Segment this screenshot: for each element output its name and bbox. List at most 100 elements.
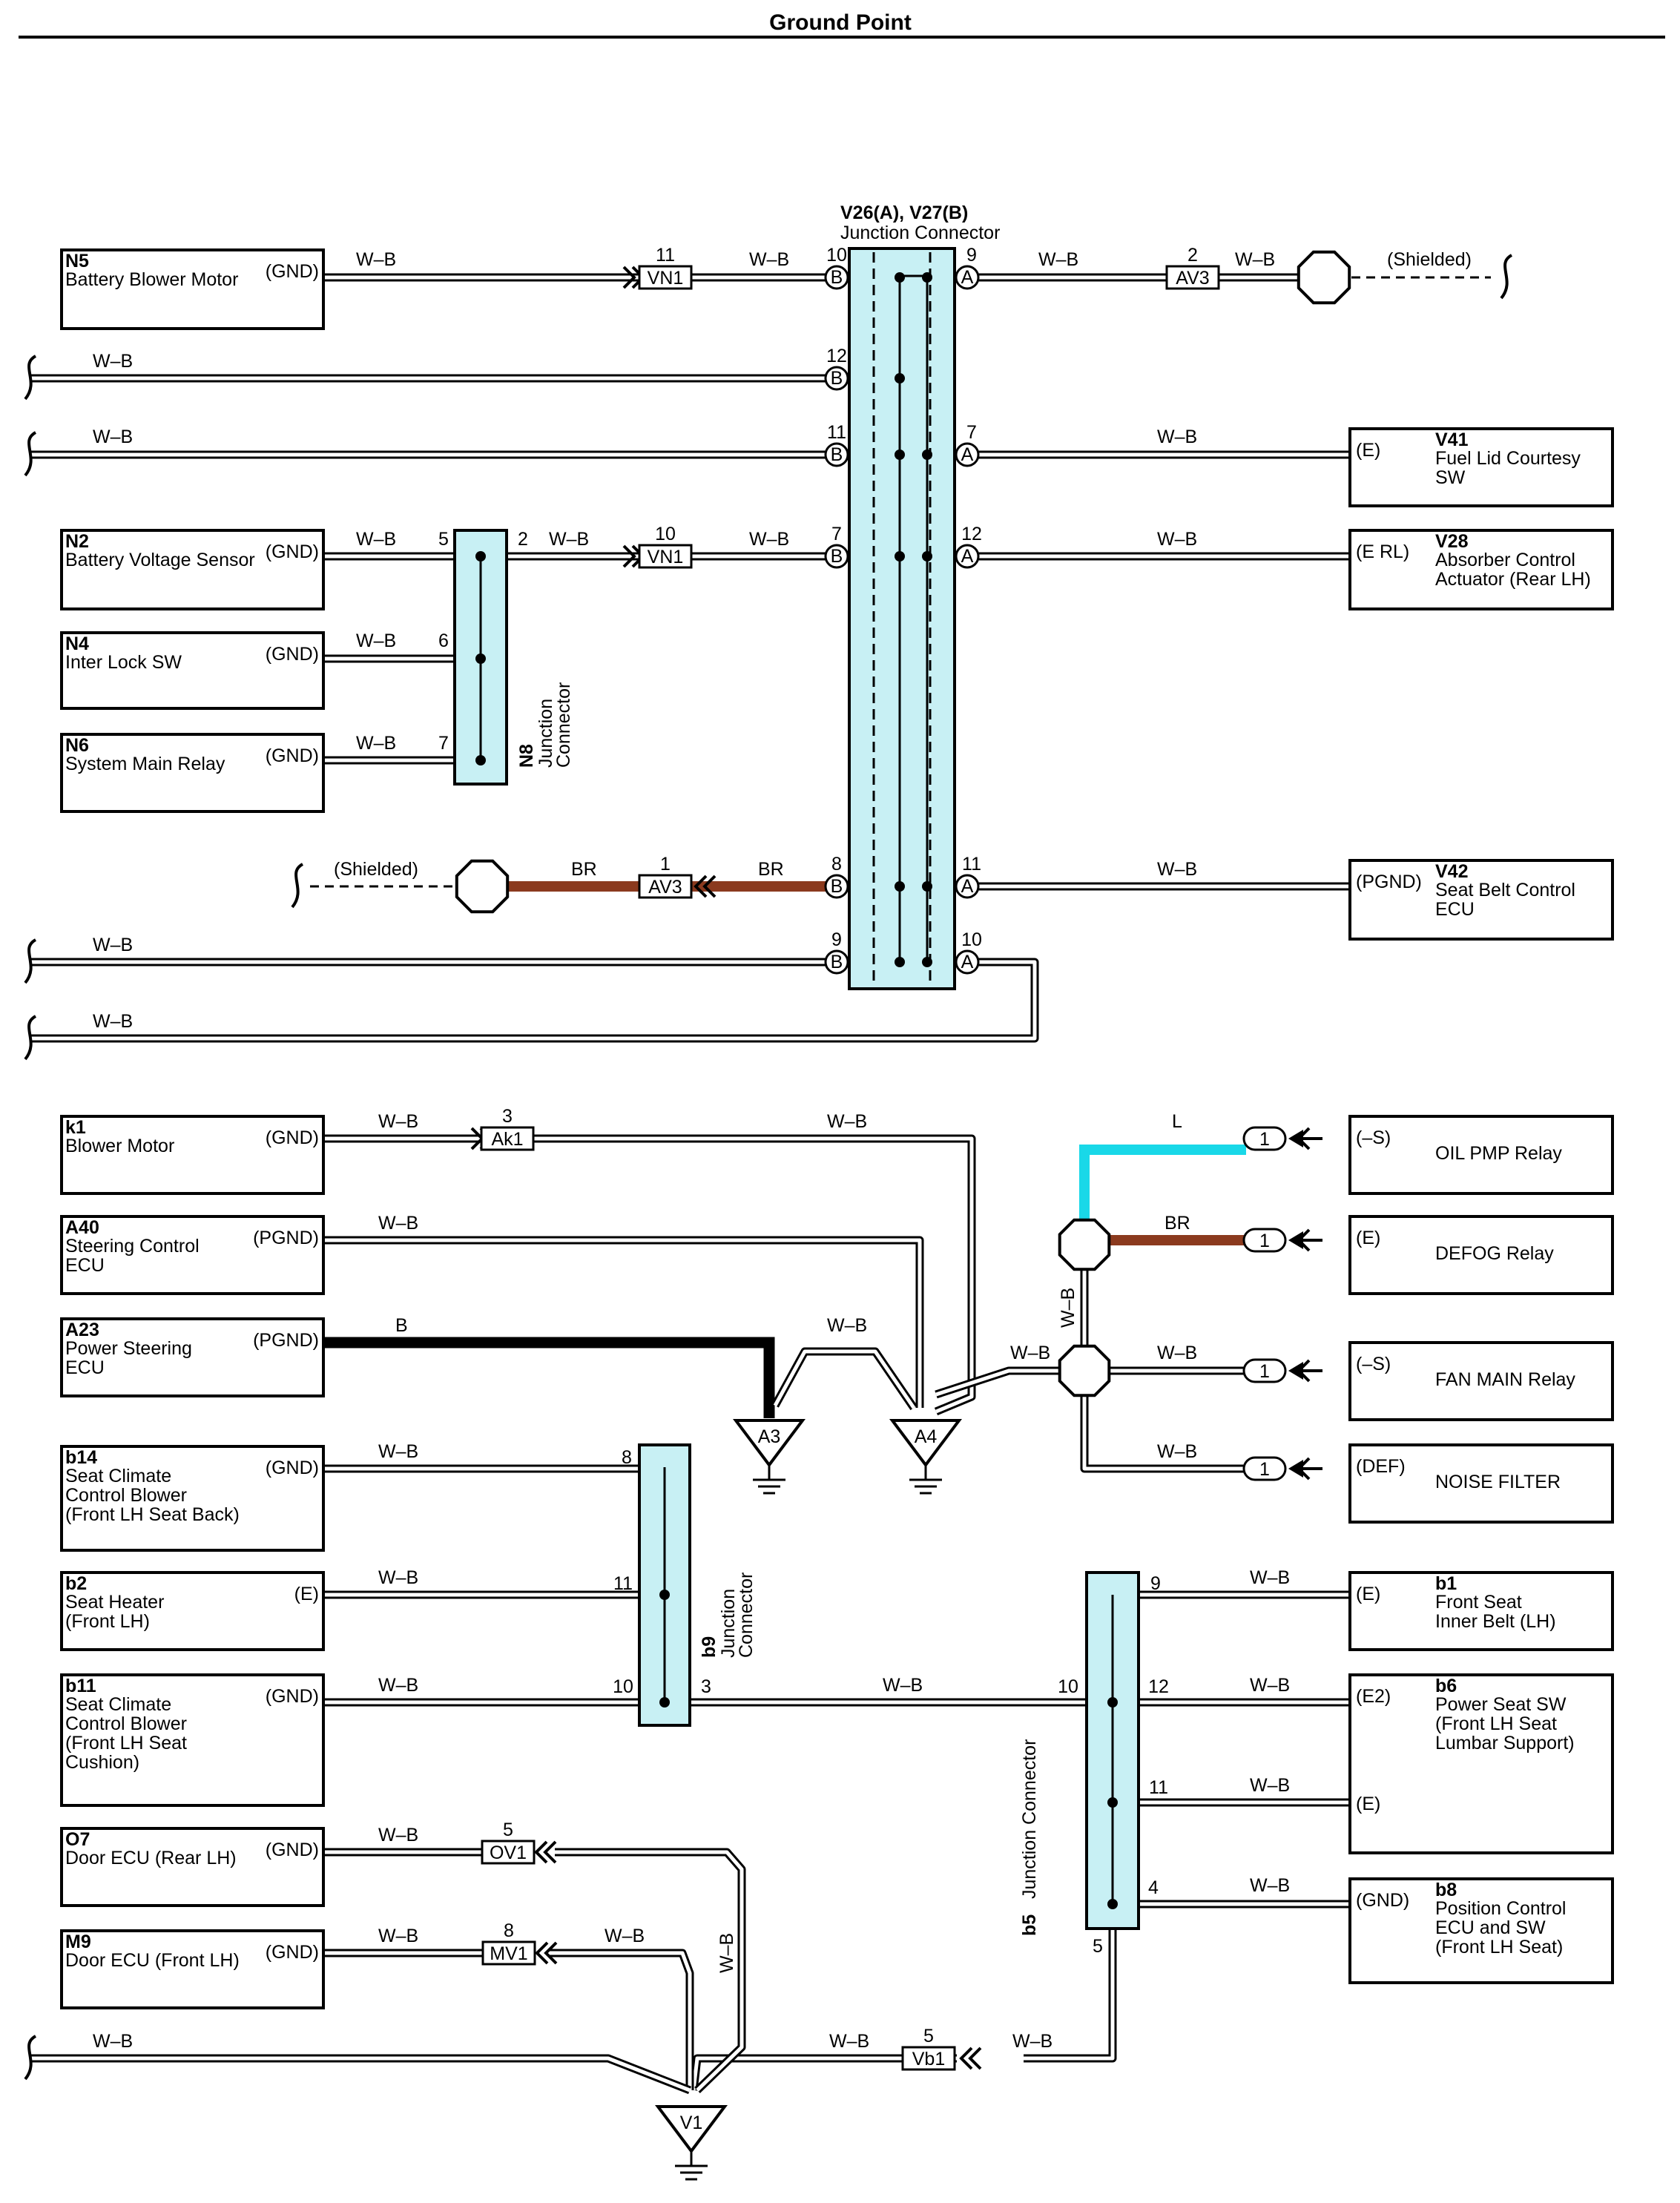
ground-a4 <box>889 1419 962 1468</box>
wire-color-label-29: W–B <box>378 1567 418 1588</box>
b5-id: b5 <box>1019 1914 1040 1936</box>
v26-pin-v26_a9-letter: A <box>961 267 974 288</box>
b5-pin-12: 12 <box>1148 1676 1169 1697</box>
b9-pin-11: 11 <box>613 1573 633 1594</box>
wire-color-label-6: W–B <box>1157 427 1197 447</box>
wire-break-shield-top <box>1500 254 1513 300</box>
chevron-vn1-a-0 <box>622 266 636 289</box>
shielded-label-top: (Shielded) <box>1387 249 1472 270</box>
wire-color-label-2: W–B <box>1038 249 1078 270</box>
wire-color-label-7: W–B <box>356 529 396 550</box>
relay-pin-defog-arrow <box>1288 1231 1303 1249</box>
v26-pin-num-v26_a10: 10 <box>961 929 982 950</box>
component-k1-box <box>60 1115 325 1195</box>
n8-pin-5: 5 <box>438 529 449 550</box>
v26-splice-dot <box>922 551 932 562</box>
component-a23-name-1: ECU <box>65 1357 105 1378</box>
shield-splice-top <box>1297 250 1351 305</box>
b5-pin-9: 9 <box>1150 1573 1161 1594</box>
component-b6-name-2: Lumbar Support) <box>1435 1733 1575 1753</box>
b5-pin-5: 5 <box>1093 1936 1103 1957</box>
component-b8-box <box>1348 1877 1614 1984</box>
wire-mv1-v1 <box>549 1949 694 2090</box>
junction-connector-n8: N8 Junction Connector <box>453 529 574 786</box>
component-defog-relay: (E)DEFOG Relay <box>1348 1215 1614 1295</box>
component-noise-filter-box <box>1348 1443 1614 1524</box>
wire-color-label-39: W–B <box>93 2031 133 2052</box>
component-b2-name-0: Seat Heater <box>65 1592 164 1613</box>
v26-splice-dot <box>922 957 932 967</box>
b9-name: Junction <box>718 1589 739 1658</box>
page-title: Ground Point <box>769 10 912 35</box>
component-noise-filter-terminal: (DEF) <box>1356 1456 1406 1477</box>
v26-pin-num-v26_a9: 9 <box>966 245 977 266</box>
v26-splice-dot <box>895 373 905 383</box>
component-b8-name-1: ECU and SW <box>1435 1917 1546 1938</box>
component-m9-name-0: Door ECU (Front LH) <box>65 1950 240 1971</box>
relay-pin-fan-main-pin: 1 <box>1259 1361 1270 1382</box>
connector-av3-a-pin: 2 <box>1187 245 1198 266</box>
b9-pin-10: 10 <box>613 1676 633 1697</box>
wire-color-label-9: W–B <box>749 529 789 550</box>
wire-color-label-37: W–B <box>378 1926 418 1946</box>
component-b2-box <box>60 1571 325 1651</box>
component-a40-id: A40 <box>65 1217 99 1238</box>
component-v28-box <box>1348 529 1614 610</box>
connector-ov1-label: OV1 <box>490 1843 527 1863</box>
component-n4-terminal: (GND) <box>266 644 319 665</box>
wire-color-label-34: W–B <box>1250 1775 1290 1796</box>
connector-av3-a <box>1165 265 1220 290</box>
relay-pin-oil-pmp <box>1242 1126 1287 1151</box>
v26-pin-v26_a11-letter: A <box>961 876 974 897</box>
wire-break-left-4 <box>24 2035 37 2081</box>
component-m9-id: M9 <box>65 1932 91 1952</box>
component-a23-terminal: (PGND) <box>253 1330 319 1351</box>
chevron-ov1-0 <box>543 1840 557 1864</box>
component-k1-id: k1 <box>65 1117 86 1138</box>
relay-pin-defog-arrow2 <box>1297 1228 1311 1252</box>
wire-a3-a4-core <box>773 1349 916 1409</box>
v26-splice-dot <box>922 450 932 460</box>
relay-pin-oil-pmp-arrow <box>1288 1130 1303 1147</box>
wire-break-left-0 <box>24 355 37 401</box>
wire-mv1-v1-core <box>549 1951 692 2090</box>
component-b1-terminal: (E) <box>1356 1584 1380 1604</box>
connector-vn1-b-label: VN1 <box>648 547 684 567</box>
connector-av3-a-label: AV3 <box>1176 268 1209 289</box>
wire-color-label-10: W–B <box>1157 529 1197 550</box>
component-defog-relay-name: DEFOG Relay <box>1435 1243 1554 1264</box>
wire-a23-a3 <box>323 1337 775 1418</box>
component-fan-main-relay-name: FAN MAIN Relay <box>1435 1369 1575 1390</box>
v26-pin-num-v26_a11: 11 <box>962 854 981 875</box>
component-b11-terminal: (GND) <box>266 1686 319 1707</box>
component-v28-name-1: Actuator (Rear LH) <box>1435 569 1591 590</box>
b5-pin-11: 11 <box>1149 1777 1168 1798</box>
splice-octagon-upper <box>1058 1218 1111 1271</box>
component-b1-box <box>1348 1571 1614 1651</box>
component-b6-box <box>1348 1673 1614 1854</box>
component-b11-id: b11 <box>65 1676 96 1696</box>
component-k1-name-0: Blower Motor <box>65 1136 174 1156</box>
wire-left-v1 <box>30 2054 692 2095</box>
wire-color-label-vertical-0: W–B <box>1058 1288 1078 1328</box>
wire-color-label-35: W–B <box>378 1825 418 1845</box>
v26-pin-v26_b7 <box>824 544 849 569</box>
v26-splice-dot <box>895 957 905 967</box>
connector-ov1-pin: 5 <box>503 1820 513 1840</box>
b9-pin-3: 3 <box>701 1676 711 1697</box>
v26-pin-num-v26_b11: 11 <box>827 422 846 443</box>
wire-color-label-27: W–B <box>378 1441 418 1462</box>
b5-splice-dot <box>1107 1899 1118 1909</box>
v26-pin-v26_a12-letter: A <box>961 546 974 567</box>
